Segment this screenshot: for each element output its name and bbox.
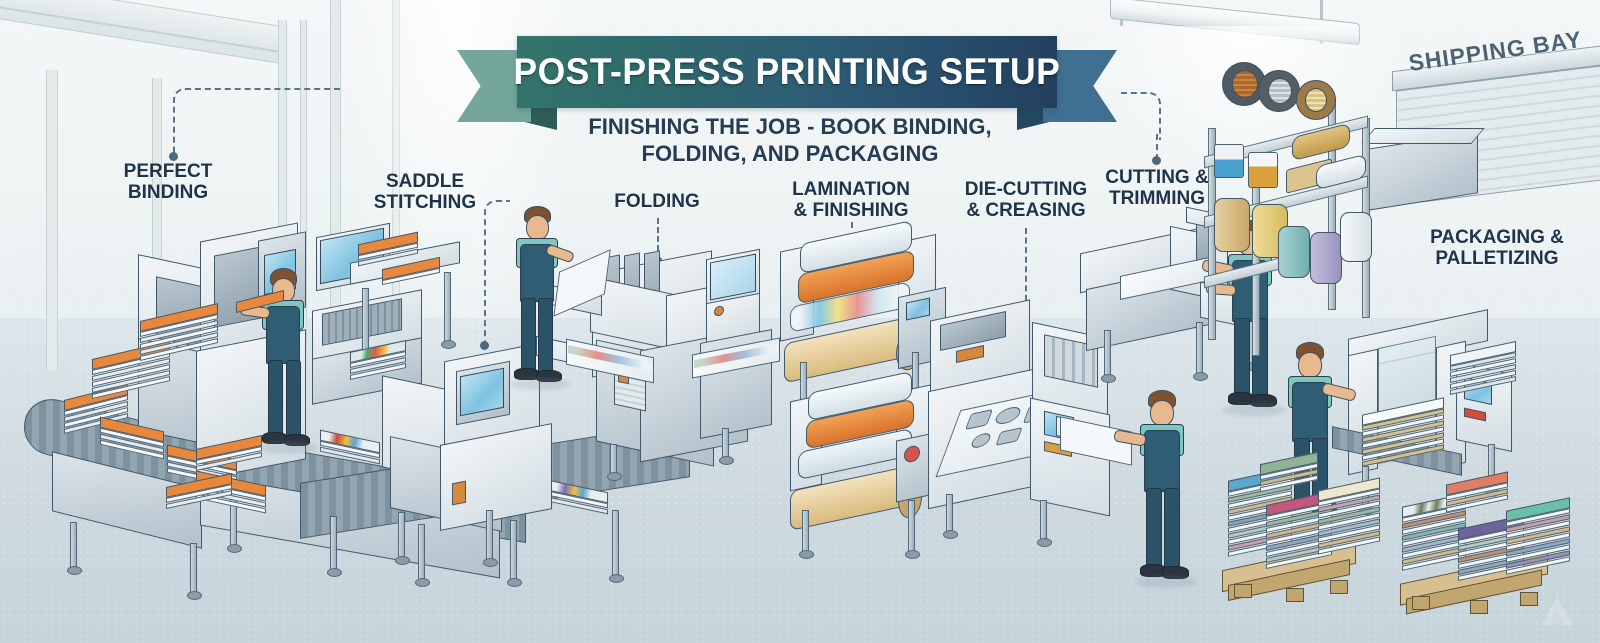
title-banner: POST-PRESS PRINTING SETUP xyxy=(457,36,1117,130)
paper-roll-white-2 xyxy=(1340,212,1372,262)
leader-perfect-binding xyxy=(173,88,343,156)
window-mullion-2 xyxy=(152,78,162,378)
paper-roll-tan xyxy=(1214,198,1250,252)
leader-dot-perfect-binding xyxy=(169,152,178,161)
window-mullion-5 xyxy=(330,0,341,345)
paper-roll-teal xyxy=(1278,226,1310,278)
leader-dot-saddle-stitching xyxy=(480,341,489,350)
subtitle: FINISHING THE JOB - BOOK BINDING, FOLDIN… xyxy=(520,114,1060,168)
label-die-cutting-creasing: DIE-CUTTING & CREASING xyxy=(964,179,1088,221)
ink-can-amber xyxy=(1248,152,1278,188)
label-cutting-trimming: CUTTING & TRIMMING xyxy=(1105,167,1209,209)
label-lamination-finishing: LAMINATION & FINISHING xyxy=(792,179,910,221)
paper-roll-purple xyxy=(1310,232,1342,284)
label-folding: FOLDING xyxy=(614,191,700,212)
label-perfect-binding: PERFECT BINDING xyxy=(123,161,213,203)
window-mullion-4 xyxy=(300,20,307,350)
leader-saddle-stitching xyxy=(484,200,510,345)
page-title: POST-PRESS PRINTING SETUP xyxy=(513,51,1061,92)
banner-body: POST-PRESS PRINTING SETUP xyxy=(514,36,1060,108)
leader-banner-right xyxy=(1121,92,1161,140)
leader-folding xyxy=(657,218,659,260)
watermark-logo xyxy=(1541,596,1573,626)
leader-dot-cutting-trimming xyxy=(1152,156,1161,165)
shipping-crate-top xyxy=(1361,128,1485,144)
leader-cutting-trimming xyxy=(1156,134,1158,160)
subtitle-line-2: FOLDING, AND PACKAGING xyxy=(641,140,939,166)
label-packaging-palletizing: PACKAGING & PALLETIZING xyxy=(1430,227,1564,269)
window-mullion-3 xyxy=(278,20,287,350)
label-saddle-stitching: SADDLE STITCHING xyxy=(373,171,477,213)
leader-die-cutting xyxy=(1025,228,1027,320)
ink-can-blue xyxy=(1214,144,1244,178)
subtitle-line-1: FINISHING THE JOB - BOOK BINDING, xyxy=(588,114,992,139)
window-mullion-1 xyxy=(46,70,58,370)
